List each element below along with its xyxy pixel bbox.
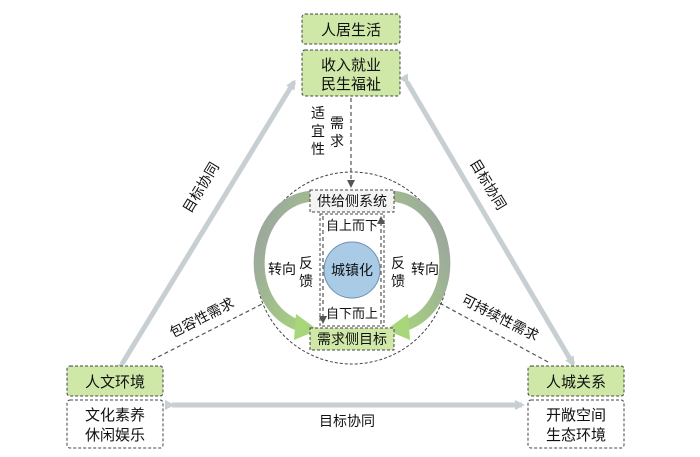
demand-label: 需求侧目标 <box>317 332 387 348</box>
turn-right-label: 转向 <box>411 262 439 278</box>
node-right-header: 人城关系 <box>546 373 606 391</box>
core-label: 城镇化 <box>331 263 373 279</box>
top-down-label: 自上而下 <box>326 219 378 234</box>
turn-arrow-left <box>253 190 313 332</box>
node-left-line2: 休闲娱乐 <box>85 426 145 444</box>
edge-top-right <box>399 73 576 367</box>
node-left-header: 人文环境 <box>85 373 145 391</box>
edge-left-top <box>114 79 297 373</box>
demand-right-arrow <box>432 299 549 363</box>
node-right-line2: 生态环境 <box>546 426 606 444</box>
node-top-line1: 收入就业 <box>321 56 381 74</box>
node-right: 人城关系 开敞空间 生态环境 <box>527 365 625 449</box>
demand-top-char-3: 性 <box>311 142 325 158</box>
node-top: 人居生活 收入就业 民生福祉 <box>301 13 401 97</box>
demand-top-char-4: 需 <box>330 116 344 132</box>
demand-top-char-1: 适 <box>311 106 325 122</box>
feedback-right-2: 馈 <box>391 274 405 290</box>
demand-top-char-5: 求 <box>330 134 344 150</box>
node-left: 人文环境 文化素养 休闲娱乐 <box>66 365 164 449</box>
supply-label: 供给侧系统 <box>317 194 387 210</box>
demand-right-label: 可持续性需求 <box>459 291 542 344</box>
node-left-line1: 文化素养 <box>85 406 145 424</box>
node-right-line1: 开敞空间 <box>546 406 606 424</box>
bottom-up-label: 自下而上 <box>326 307 378 322</box>
node-top-header: 人居生活 <box>321 21 381 39</box>
feedback-left-1: 反 <box>299 256 313 272</box>
feedback-right-1: 反 <box>391 256 405 272</box>
demand-left-arrow <box>151 299 272 361</box>
label-edge-top-right: 目标协同 <box>466 157 509 213</box>
core-circle <box>323 241 381 299</box>
turn-arrow-right-head <box>386 314 410 340</box>
turn-left-label: 转向 <box>268 262 296 278</box>
turn-arrow-left-head <box>294 314 318 340</box>
demand-top-char-2: 宜 <box>311 124 325 140</box>
turn-arrow-right <box>391 190 451 332</box>
node-top-line2: 民生福祉 <box>321 75 381 93</box>
label-edge-bottom: 目标协同 <box>319 414 375 430</box>
demand-box <box>309 327 395 351</box>
supply-box <box>309 189 395 213</box>
feedback-left-2: 馈 <box>299 274 313 290</box>
inner-frame <box>319 213 385 327</box>
